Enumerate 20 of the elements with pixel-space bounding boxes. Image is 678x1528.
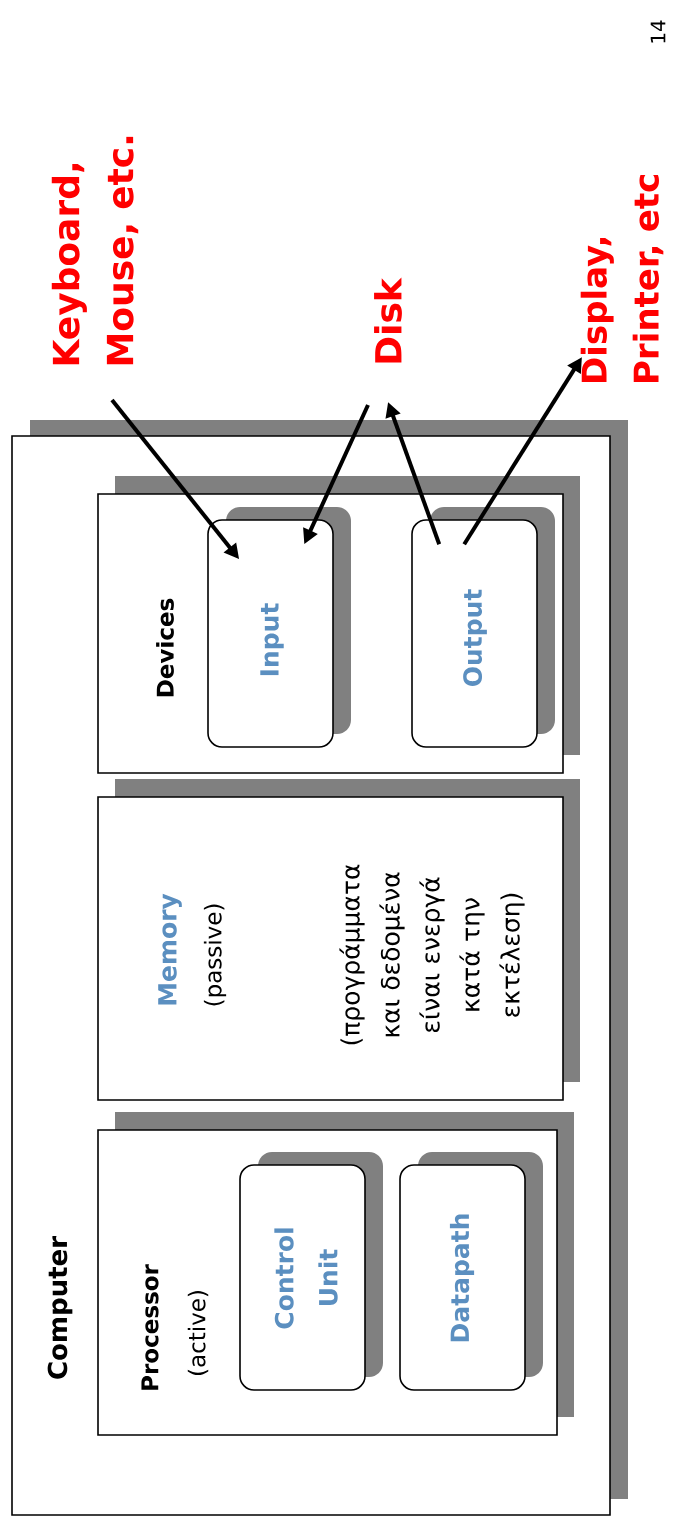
- input-box: [207, 507, 351, 748]
- heading-text: Devices: [156, 598, 174, 697]
- page-number: 14: [650, 20, 666, 43]
- device-label: Display, Printer, etc: [580, 174, 664, 382]
- description-text: (προγράμματα και δεδομένα είναι ενεργά κατά την εκτέλεση): [339, 864, 525, 1045]
- box-label: Input: [260, 603, 284, 676]
- output-box: [411, 507, 555, 748]
- heading-text: Processor: [141, 1264, 159, 1390]
- box-label: Output: [463, 589, 487, 687]
- box-label: Control Unit: [274, 1228, 338, 1329]
- subheading-text: (active): [187, 1291, 209, 1375]
- control-unit-box: [239, 1152, 383, 1391]
- memory-box: [97, 779, 580, 1101]
- heading-text: Memory: [158, 893, 182, 1005]
- device-label: Keyboard, Mouse, etc.: [51, 136, 139, 365]
- device-label: Disk: [374, 277, 402, 363]
- heading-text: Computer: [47, 1236, 73, 1379]
- datapath-box: [399, 1152, 543, 1391]
- subheading-text: (passive): [203, 904, 227, 1006]
- box-label: Datapath: [449, 1214, 475, 1342]
